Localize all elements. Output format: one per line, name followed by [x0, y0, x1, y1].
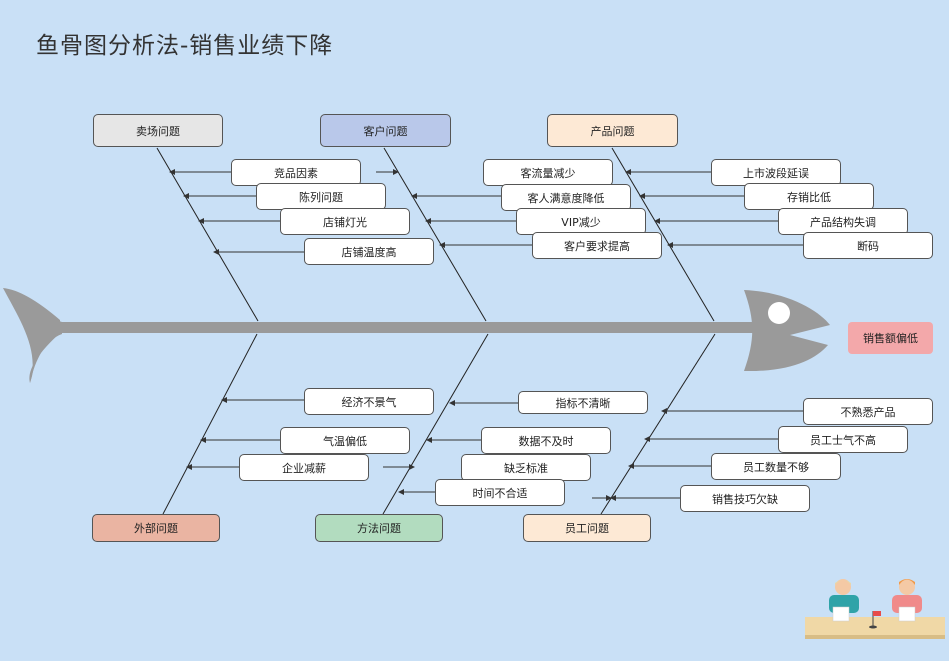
category-external[interactable]: 外部问题	[92, 514, 220, 542]
cause-method-3[interactable]: 缺乏标准	[461, 454, 591, 481]
cause-product-1[interactable]: 上市波段延误	[711, 159, 841, 186]
cause-product-2[interactable]: 存销比低	[744, 183, 874, 210]
category-customer[interactable]: 客户问题	[320, 114, 451, 147]
cause-customer-3[interactable]: VIP减少	[516, 208, 646, 235]
cause-customer-2[interactable]: 客人满意度降低	[501, 184, 631, 211]
cause-external-3[interactable]: 企业减薪	[239, 454, 369, 481]
page-title: 鱼骨图分析法-销售业绩下降	[36, 33, 334, 59]
cause-customer-4[interactable]: 客户要求提高	[532, 232, 662, 259]
cause-store-2[interactable]: 陈列问题	[256, 183, 386, 210]
bone-method	[382, 333, 489, 515]
cause-staff-1[interactable]: 不熟悉产品	[803, 398, 933, 425]
fish-tail-fill	[3, 288, 62, 383]
cause-product-4[interactable]: 断码	[803, 232, 933, 259]
bone-customer	[383, 147, 487, 322]
bone-external	[162, 333, 258, 515]
cause-staff-4[interactable]: 销售技巧欠缺	[680, 485, 810, 512]
cause-store-4[interactable]: 店铺温度高	[304, 238, 434, 265]
bone-product	[611, 147, 715, 322]
cause-store-1[interactable]: 竞品因素	[231, 159, 361, 186]
cause-product-3[interactable]: 产品结构失调	[778, 208, 908, 235]
fish-head	[744, 290, 830, 372]
fish-eye	[768, 302, 790, 324]
category-store[interactable]: 卖场问题	[93, 114, 223, 147]
category-staff[interactable]: 员工问题	[523, 514, 651, 542]
cause-store-3[interactable]: 店铺灯光	[280, 208, 410, 235]
cause-staff-3[interactable]: 员工数量不够	[711, 453, 841, 480]
cause-external-2[interactable]: 气温偏低	[280, 427, 410, 454]
bone-staff	[600, 333, 716, 515]
cause-external-1[interactable]: 经济不景气	[304, 388, 434, 415]
cause-method-4[interactable]: 时间不合适	[435, 479, 565, 506]
category-method[interactable]: 方法问题	[315, 514, 443, 542]
cause-staff-2[interactable]: 员工士气不高	[778, 426, 908, 453]
category-product[interactable]: 产品问题	[547, 114, 678, 147]
fish-spine	[55, 322, 755, 333]
cause-customer-1[interactable]: 客流量减少	[483, 159, 613, 186]
bone-store	[156, 147, 259, 322]
cause-method-2[interactable]: 数据不及时	[481, 427, 611, 454]
cause-method-1[interactable]: 指标不清晰	[518, 391, 648, 414]
meeting-illustration	[805, 579, 945, 639]
result-box[interactable]: 销售额偏低	[848, 322, 933, 354]
